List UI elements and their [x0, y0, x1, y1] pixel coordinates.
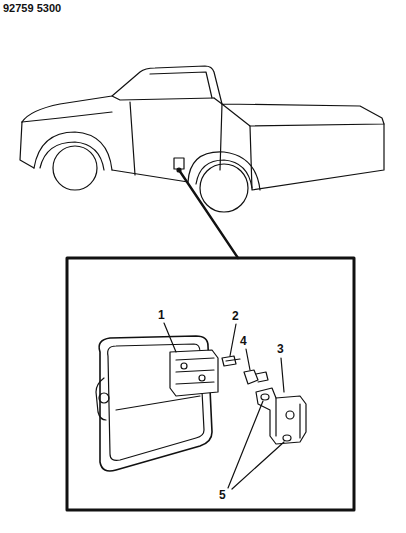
hinge-bracket	[256, 388, 306, 444]
detail-frame	[67, 258, 354, 510]
screw	[222, 356, 240, 366]
callout-number: 3	[277, 343, 284, 355]
callout-leaders	[164, 323, 284, 489]
bolt	[244, 370, 268, 384]
callout-number: 2	[232, 310, 239, 322]
drawing-number: 92759 5300	[3, 3, 61, 14]
callout-number: 1	[158, 309, 165, 321]
callout-number: 5	[219, 489, 226, 501]
leader-line	[179, 170, 238, 258]
fuel-door	[96, 336, 218, 471]
pickup-truck	[20, 66, 384, 212]
callout-number: 4	[240, 335, 247, 347]
